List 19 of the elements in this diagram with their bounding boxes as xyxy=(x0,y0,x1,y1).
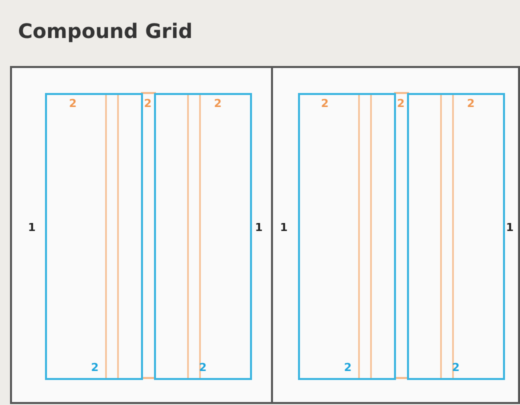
margin-number: 1 xyxy=(28,222,36,234)
page-frame xyxy=(271,66,520,404)
margin-number: 1 xyxy=(280,222,288,234)
column-number: 2 xyxy=(91,362,99,374)
margin-number: 1 xyxy=(506,222,514,234)
gutter-number: 2 xyxy=(467,98,475,110)
page-frame xyxy=(10,66,273,404)
column-number: 2 xyxy=(344,362,352,374)
gutter-number: 2 xyxy=(321,98,329,110)
column-number: 2 xyxy=(199,362,207,374)
column-number: 2 xyxy=(452,362,460,374)
column-box xyxy=(407,93,505,380)
column-box xyxy=(298,93,396,380)
gutter-number: 2 xyxy=(214,98,222,110)
gutter-number: 2 xyxy=(69,98,77,110)
column-box xyxy=(45,93,143,380)
column-box xyxy=(154,93,252,380)
title: Compound Grid xyxy=(18,19,193,43)
margin-number: 1 xyxy=(255,222,263,234)
